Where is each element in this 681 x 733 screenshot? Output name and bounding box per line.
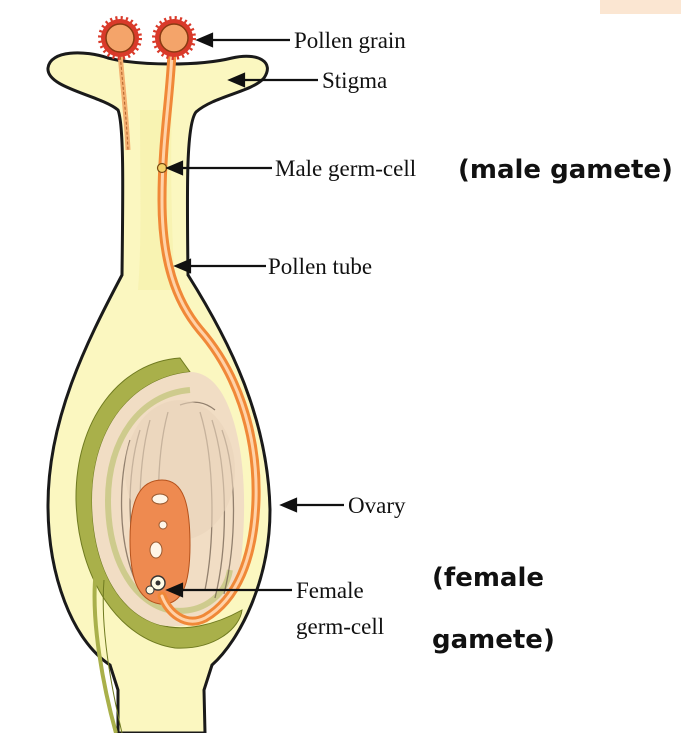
central-nucleus [159,521,167,529]
egg-nucleus [156,581,161,586]
label-pollen-tube: Pollen tube [268,254,372,279]
label-ovary: Ovary [348,493,406,518]
label-pollen-grain: Pollen grain [294,28,406,53]
label-female-line1: Female [296,578,364,603]
label-male-gamete: (male gamete) [458,155,673,185]
synergid [146,586,154,594]
label-male-germ-cell: Male germ-cell [275,156,416,181]
cropped-header-decoration [600,0,681,14]
antipodal-nucleus [152,494,168,504]
label-female-gamete-line1: (female [432,563,544,593]
label-stigma: Stigma [322,68,387,93]
pollen-grain-right [155,19,193,57]
pollen-grain-arrowhead [198,34,212,46]
male-germ-cell [158,164,167,173]
ovary-arrowhead [282,499,296,511]
label-female-gamete-line2: gamete) [432,625,555,655]
pollen-grain-left [101,19,139,57]
polar-nucleus [150,542,162,558]
label-female-line2: germ-cell [296,614,384,639]
